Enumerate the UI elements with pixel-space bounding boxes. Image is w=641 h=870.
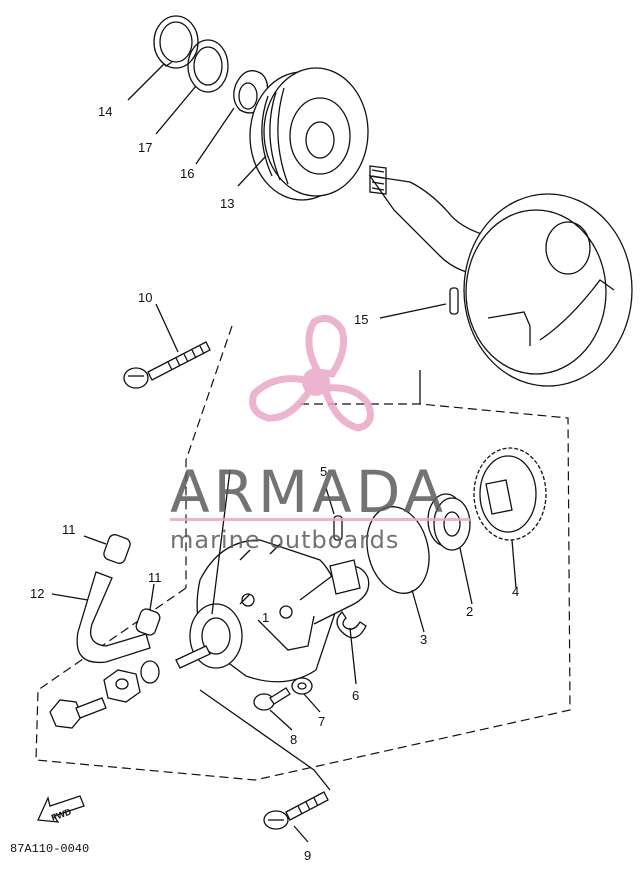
callout-6: 6 (352, 688, 359, 703)
callout-4: 4 (512, 584, 519, 599)
callout-8: 8 (290, 732, 297, 747)
o-ring-3 (366, 506, 430, 594)
crankshaft (368, 165, 633, 387)
washer (140, 660, 160, 684)
callout-17: 17 (138, 140, 152, 155)
washer-7 (291, 677, 313, 695)
bolt-lower (49, 697, 107, 729)
propeller-logo-icon (249, 314, 374, 432)
callout-1: 1 (262, 610, 269, 625)
callout-14: 15 (354, 312, 368, 327)
pump-body-1 (175, 539, 370, 683)
leader-lines (51, 63, 517, 843)
callout-2: 2 (466, 604, 473, 619)
screw-9 (263, 791, 329, 830)
clamp-11-lower (135, 608, 161, 636)
assembly-outline (35, 325, 571, 781)
watermark: ARMADA marine outboards (170, 314, 470, 554)
callout-9: 9 (304, 848, 311, 863)
pin-5 (333, 515, 343, 541)
forward-arrow-icon: FWD (37, 795, 85, 823)
callout-11-upper: 11 (62, 522, 76, 537)
watermark-tagline: marine outboards (170, 526, 399, 554)
watermark-brand: ARMADA (170, 458, 447, 526)
callout-3: 3 (420, 632, 427, 647)
callout-5: 5 (320, 464, 327, 479)
callout-15: 14 (98, 104, 112, 119)
gear-4 (473, 447, 547, 541)
callout-16: 16 (180, 166, 194, 181)
ring-17 (187, 39, 229, 93)
bolt-10 (123, 341, 211, 389)
hose-12 (76, 571, 151, 664)
circlip-15 (153, 15, 199, 69)
pulley-13 (249, 67, 369, 201)
callout-numbers: 14 17 16 13 15 10 5 11 11 12 3 2 4 6 7 8… (30, 104, 519, 863)
bolt-8 (253, 687, 291, 711)
key-14 (449, 287, 459, 315)
diagram-code: 87A110-0040 (10, 842, 89, 856)
clip-6 (336, 610, 367, 639)
callout-7: 7 (318, 714, 325, 729)
nut (103, 669, 141, 703)
clamp-11-upper (103, 534, 131, 564)
callout-13: 13 (220, 196, 234, 211)
callout-10: 10 (138, 290, 152, 305)
callout-11-lower: 11 (148, 570, 162, 585)
callout-12: 12 (30, 586, 44, 601)
